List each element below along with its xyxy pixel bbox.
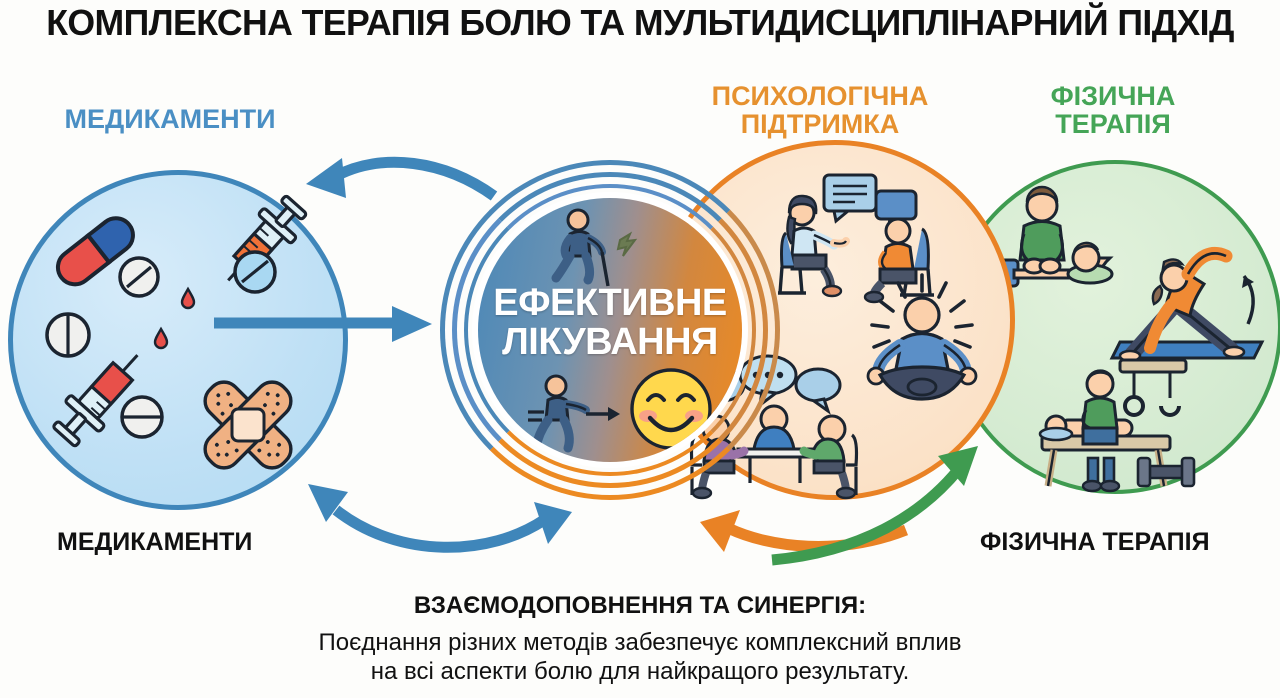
white-tablet-icon [43, 310, 93, 360]
section-heading-physical: ФІЗИЧНА ТЕРАПІЯ [978, 82, 1248, 138]
heading-physical-line2: ТЕРАПІЯ [1055, 109, 1171, 140]
white-tablet-icon [118, 393, 166, 441]
therapy-session-icon [778, 173, 960, 304]
blue-tablet-icon [231, 248, 279, 296]
footer-block: ВЗАЄМОДОПОВНЕННЯ ТА СИНЕРГІЯ: Поєднання … [0, 592, 1280, 687]
effective-treatment-center[interactable]: ЕФЕКТИВНЕ ЛІКУВАННЯ [440, 160, 780, 500]
bottom-label-physical: ФІЗИЧНА ТЕРАПІЯ [980, 528, 1210, 556]
syringe-red-icon [41, 325, 171, 455]
center-title-line2: ЛІКУВАННЯ [502, 320, 718, 363]
person-walking-cane-icon [546, 208, 642, 290]
heading-medications-line: МЕДИКАМЕНТИ [64, 104, 276, 134]
arrow-psychological-to-center [700, 510, 909, 552]
footer-line-2: на всі аспекти болю для найкращого резул… [370, 658, 910, 686]
white-tablet-icon [117, 255, 161, 299]
capsule-pill-icon [56, 213, 139, 287]
heading-physical-line1: ФІЗИЧНА [1050, 81, 1176, 111]
arrow-medications-center-bidirectional [308, 484, 572, 553]
meditation-icon [848, 273, 998, 405]
footer-line-1: Поєднання різних методів забезпечує комп… [318, 629, 962, 656]
physical-therapy-circle[interactable] [948, 160, 1280, 494]
rehabilitation-table-icon [1034, 354, 1214, 494]
blood-drop-icon [180, 286, 196, 310]
bottom-label-medications: МЕДИКАМЕНТИ [57, 528, 253, 556]
medications-circle[interactable] [8, 170, 348, 510]
decorative-ring-inner [464, 184, 756, 476]
smiley-face-icon [628, 366, 714, 452]
decorative-ring-mid [452, 172, 768, 488]
bandages-icon [188, 365, 308, 485]
footer-title: ВЗАЄМОДОПОВНЕННЯ ТА СИНЕРГІЯ: [413, 592, 867, 619]
effective-treatment-core: ЕФЕКТИВНЕ ЛІКУВАННЯ [478, 198, 742, 462]
center-title-line1: ЕФЕКТИВНЕ [493, 282, 727, 324]
recovery-arrow-icon [616, 231, 638, 257]
dumbbell-icon [1136, 456, 1196, 488]
person-walking-arrow-icon [514, 374, 624, 453]
center-title: ЕФЕКТИВНЕ ЛІКУВАННЯ [478, 284, 742, 362]
heading-psychological-line2: ПІДТРИМКА [740, 109, 900, 140]
page-title: КОМПЛЕКСНА ТЕРАПІЯ БОЛЮ ТА МУЛЬТИДИСЦИПЛ… [46, 2, 1234, 43]
section-heading-medications: МЕДИКАМЕНТИ [30, 105, 310, 133]
blood-drop-icon [153, 326, 169, 350]
yoga-stretch-icon [1109, 216, 1274, 376]
section-heading-psychological: ПСИХОЛОГІЧНА ПІДТРИМКА [675, 82, 965, 138]
decorative-ring-outer [440, 160, 780, 500]
heading-psychological-line1: ПСИХОЛОГІЧНА [711, 81, 929, 111]
